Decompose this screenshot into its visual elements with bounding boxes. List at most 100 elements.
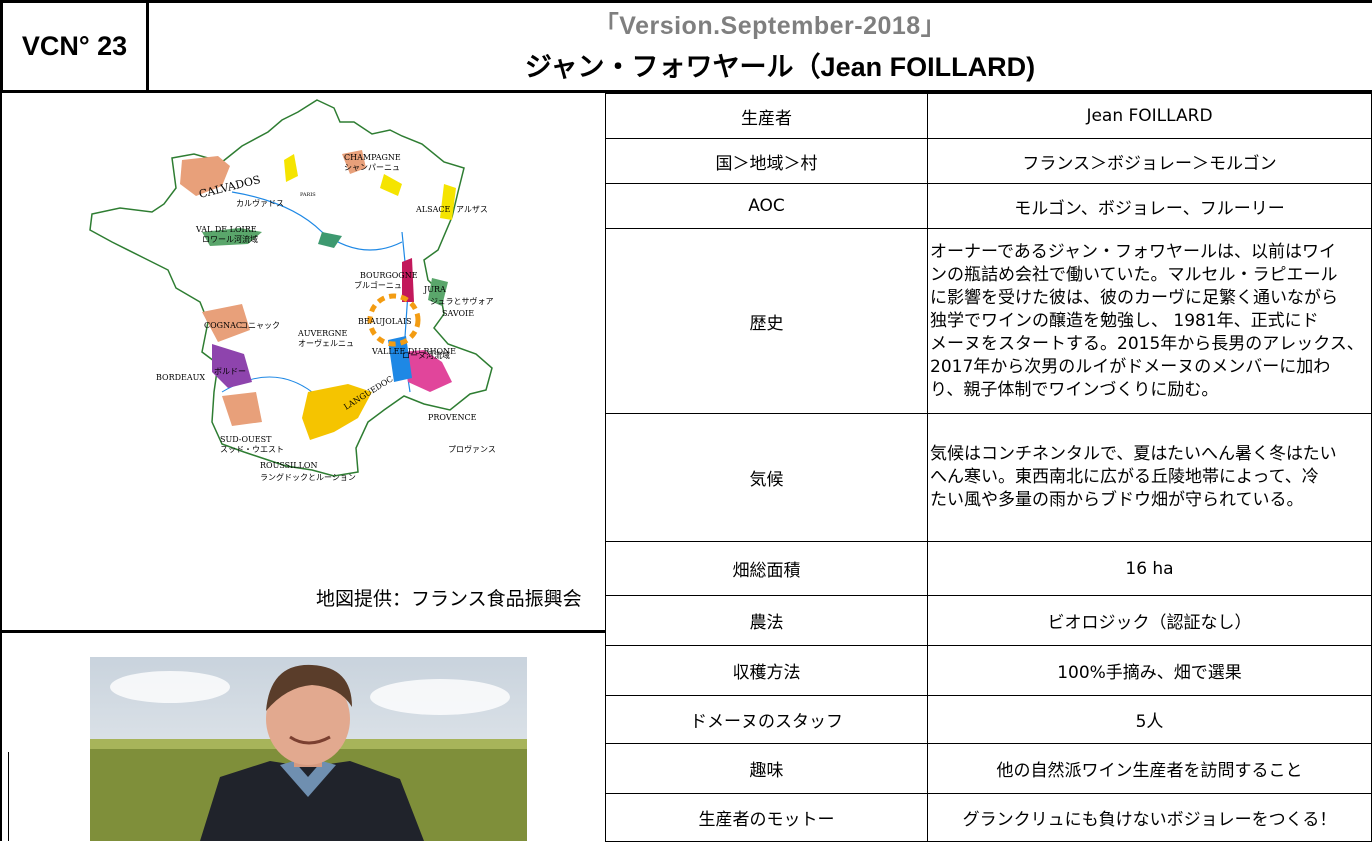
photo-graphic bbox=[90, 657, 527, 841]
producer-info-table: 生産者 Jean FOILLARD 国＞地域＞村 フランス＞ボジョレー＞モルゴン… bbox=[605, 93, 1372, 842]
row-value: グランクリュにも負けないボジョレーをつくる！ bbox=[927, 793, 1372, 842]
label-calvados-jp: カルヴァドス bbox=[236, 198, 284, 208]
region-savoie bbox=[428, 278, 448, 306]
document-code: VCN° 23 bbox=[0, 0, 149, 93]
row-label: 農法 bbox=[605, 595, 928, 646]
label-champagne: CHAMPAGNE bbox=[344, 153, 401, 162]
label-champagne-jp: シャンパーニュ bbox=[344, 163, 400, 172]
region-calvados-yellow bbox=[284, 154, 298, 182]
left-inner-border bbox=[8, 752, 9, 841]
history-text: オーナーであるジャン・フォワヤールは、以前はワイ ンの瓶詰め会社で働いていた。マ… bbox=[927, 228, 1372, 414]
table-row: 収穫方法 100%手摘み、畑で選果 bbox=[605, 645, 1372, 696]
region-champagne-a bbox=[342, 150, 366, 174]
table-row: 生産者 Jean FOILLARD bbox=[605, 93, 1372, 139]
label-beaujolais: BEAUJOLAIS bbox=[358, 317, 412, 326]
label-sudouest-jp: スッド・ウエスト bbox=[220, 445, 284, 454]
region-calvados bbox=[180, 156, 230, 196]
map-credit: 地図提供：フランス食品振興会 bbox=[316, 588, 582, 610]
label-provence: PROVENCE bbox=[428, 413, 477, 422]
label-bourgogne: BOURGOGNE bbox=[360, 271, 418, 280]
history-line: 2017年から次男のルイがドメーヌのメンバーに加わ bbox=[930, 356, 1331, 377]
table-row: AOC モルゴン、ボジョレー、フルーリー bbox=[605, 183, 1372, 229]
label-auvergne: AUVERGNE bbox=[297, 329, 348, 338]
region-cognac bbox=[202, 304, 250, 342]
climate-line: へん寒い。東西南北に広がる丘陵地帯によって、冷 bbox=[930, 467, 1319, 487]
label-bordeaux-jp: ボルドー bbox=[214, 367, 246, 376]
cloud bbox=[110, 671, 230, 703]
label-sudouest: SUD-OUEST bbox=[220, 435, 272, 444]
page-title: ジャン・フォワヤール（Jean FOILLARD) bbox=[524, 52, 1036, 82]
table-row: 気候 気候はコンチネンタルで、夏はたいへん暑く冬はたい へん寒い。東西南北に広が… bbox=[605, 413, 1372, 542]
label-loire-jp: ロワール河流域 bbox=[202, 234, 258, 244]
history-line: オーナーであるジャン・フォワヤールは、以前はワイ bbox=[930, 241, 1336, 262]
region-provence bbox=[402, 350, 452, 392]
row-label: 生産者のモットー bbox=[605, 793, 928, 842]
row-label: AOC bbox=[605, 183, 928, 229]
region-alsace bbox=[440, 184, 456, 220]
row-value: 5人 bbox=[927, 695, 1372, 744]
label-jura-savoie-jp: ジュラとサヴォア bbox=[430, 296, 493, 306]
label-rhone-jp: ローヌ河流域 bbox=[402, 350, 450, 360]
river-loire bbox=[231, 191, 403, 251]
france-wine-map: CHAMPAGNE シャンパーニュ CALVADOS カルヴァドス PARIS … bbox=[72, 92, 542, 492]
region-languedoc bbox=[302, 384, 372, 440]
label-bourgogne-jp: ブルゴーニュ bbox=[354, 280, 402, 290]
label-paris: PARIS bbox=[300, 192, 316, 198]
row-label: ドメーヌのスタッフ bbox=[605, 695, 928, 744]
history-line: ンの瓶詰め会社で働いていた。マルセル・ラピエール bbox=[930, 264, 1338, 285]
version-label: 「Version.September-2018」 bbox=[593, 12, 947, 40]
table-row: 生産者のモットー グランクリュにも負けないボジョレーをつくる！ bbox=[605, 793, 1372, 842]
row-label: 生産者 bbox=[605, 93, 928, 139]
cloud bbox=[370, 679, 510, 715]
row-value: ビオロジック（認証なし） bbox=[927, 595, 1372, 646]
producer-hair bbox=[266, 664, 352, 711]
history-line: り、親子体制でワインづくりに励む。 bbox=[930, 379, 1219, 400]
row-value: 16 ha bbox=[927, 541, 1372, 596]
row-value: 他の自然派ワイン生産者を訪問すること bbox=[927, 743, 1372, 794]
table-row: 国＞地域＞村 フランス＞ボジョレー＞モルゴン bbox=[605, 138, 1372, 184]
region-bourgogne bbox=[402, 258, 414, 302]
table-row: 農法 ビオロジック（認証なし） bbox=[605, 595, 1372, 646]
beaujolais-highlight-circle bbox=[367, 293, 421, 347]
producer-photo bbox=[90, 657, 527, 841]
left-border bbox=[0, 93, 2, 841]
history-line: に影響を受けた彼は、彼のカーヴに足繁く通いながら bbox=[930, 287, 1338, 308]
table-row: 畑総面積 16 ha bbox=[605, 541, 1372, 596]
region-loire bbox=[202, 228, 262, 246]
row-value: フランス＞ボジョレー＞モルゴン bbox=[927, 138, 1372, 184]
region-champagne bbox=[380, 174, 402, 196]
climate-text: 気候はコンチネンタルで、夏はたいへん暑く冬はたい へん寒い。東西南北に広がる丘陵… bbox=[927, 413, 1372, 542]
region-bordeaux bbox=[212, 344, 252, 388]
producer-smile bbox=[289, 735, 331, 745]
label-rhone: VALLEE DU RHONE bbox=[371, 347, 456, 356]
row-value: モルゴン、ボジョレー、フルーリー bbox=[927, 183, 1372, 229]
label-cognac-jp: コニャック bbox=[240, 321, 280, 330]
label-roussillon-jp: ラングドックとルーション bbox=[260, 472, 356, 482]
table-row: 歴史 オーナーであるジャン・フォワヤールは、以前はワイ ンの瓶詰め会社で働いてい… bbox=[605, 228, 1372, 414]
row-value: Jean FOILLARD bbox=[927, 93, 1372, 139]
history-line: メーヌをスタートする。2015年から長男のアレックス、 bbox=[930, 333, 1364, 354]
header-bottom-rule bbox=[0, 90, 1372, 93]
row-label: 畑総面積 bbox=[605, 541, 928, 596]
row-value: 100%手摘み、畑で選果 bbox=[927, 645, 1372, 696]
climate-line: 気候はコンチネンタルで、夏はたいへん暑く冬はたい bbox=[930, 444, 1337, 464]
row-label: 趣味 bbox=[605, 743, 928, 794]
table-row: ドメーヌのスタッフ 5人 bbox=[605, 695, 1372, 744]
row-label: 収穫方法 bbox=[605, 645, 928, 696]
label-savoie: SAVOIE bbox=[442, 309, 474, 318]
left-section-divider bbox=[0, 630, 606, 633]
label-provence-jp: プロヴァンス bbox=[448, 444, 496, 454]
label-jura: JURA bbox=[423, 285, 446, 294]
history-line: 独学でワインの醸造を勉強し、 1981年、正式にド bbox=[930, 310, 1319, 331]
row-label: 国＞地域＞村 bbox=[605, 138, 928, 184]
producer-face bbox=[266, 673, 350, 765]
region-sudouest bbox=[222, 392, 262, 426]
label-roussillon: ROUSSILLON bbox=[260, 461, 318, 470]
label-cognac: COGNAC bbox=[204, 321, 242, 330]
label-alsace-jp: アルザス bbox=[456, 205, 488, 214]
label-bordeaux: BORDEAUX bbox=[156, 373, 205, 382]
header-top-rule bbox=[147, 0, 1372, 3]
table-row: 趣味 他の自然派ワイン生産者を訪問すること bbox=[605, 743, 1372, 794]
label-loire: VAL DE LOIRE bbox=[195, 225, 257, 234]
row-label: 歴史 bbox=[605, 228, 928, 414]
